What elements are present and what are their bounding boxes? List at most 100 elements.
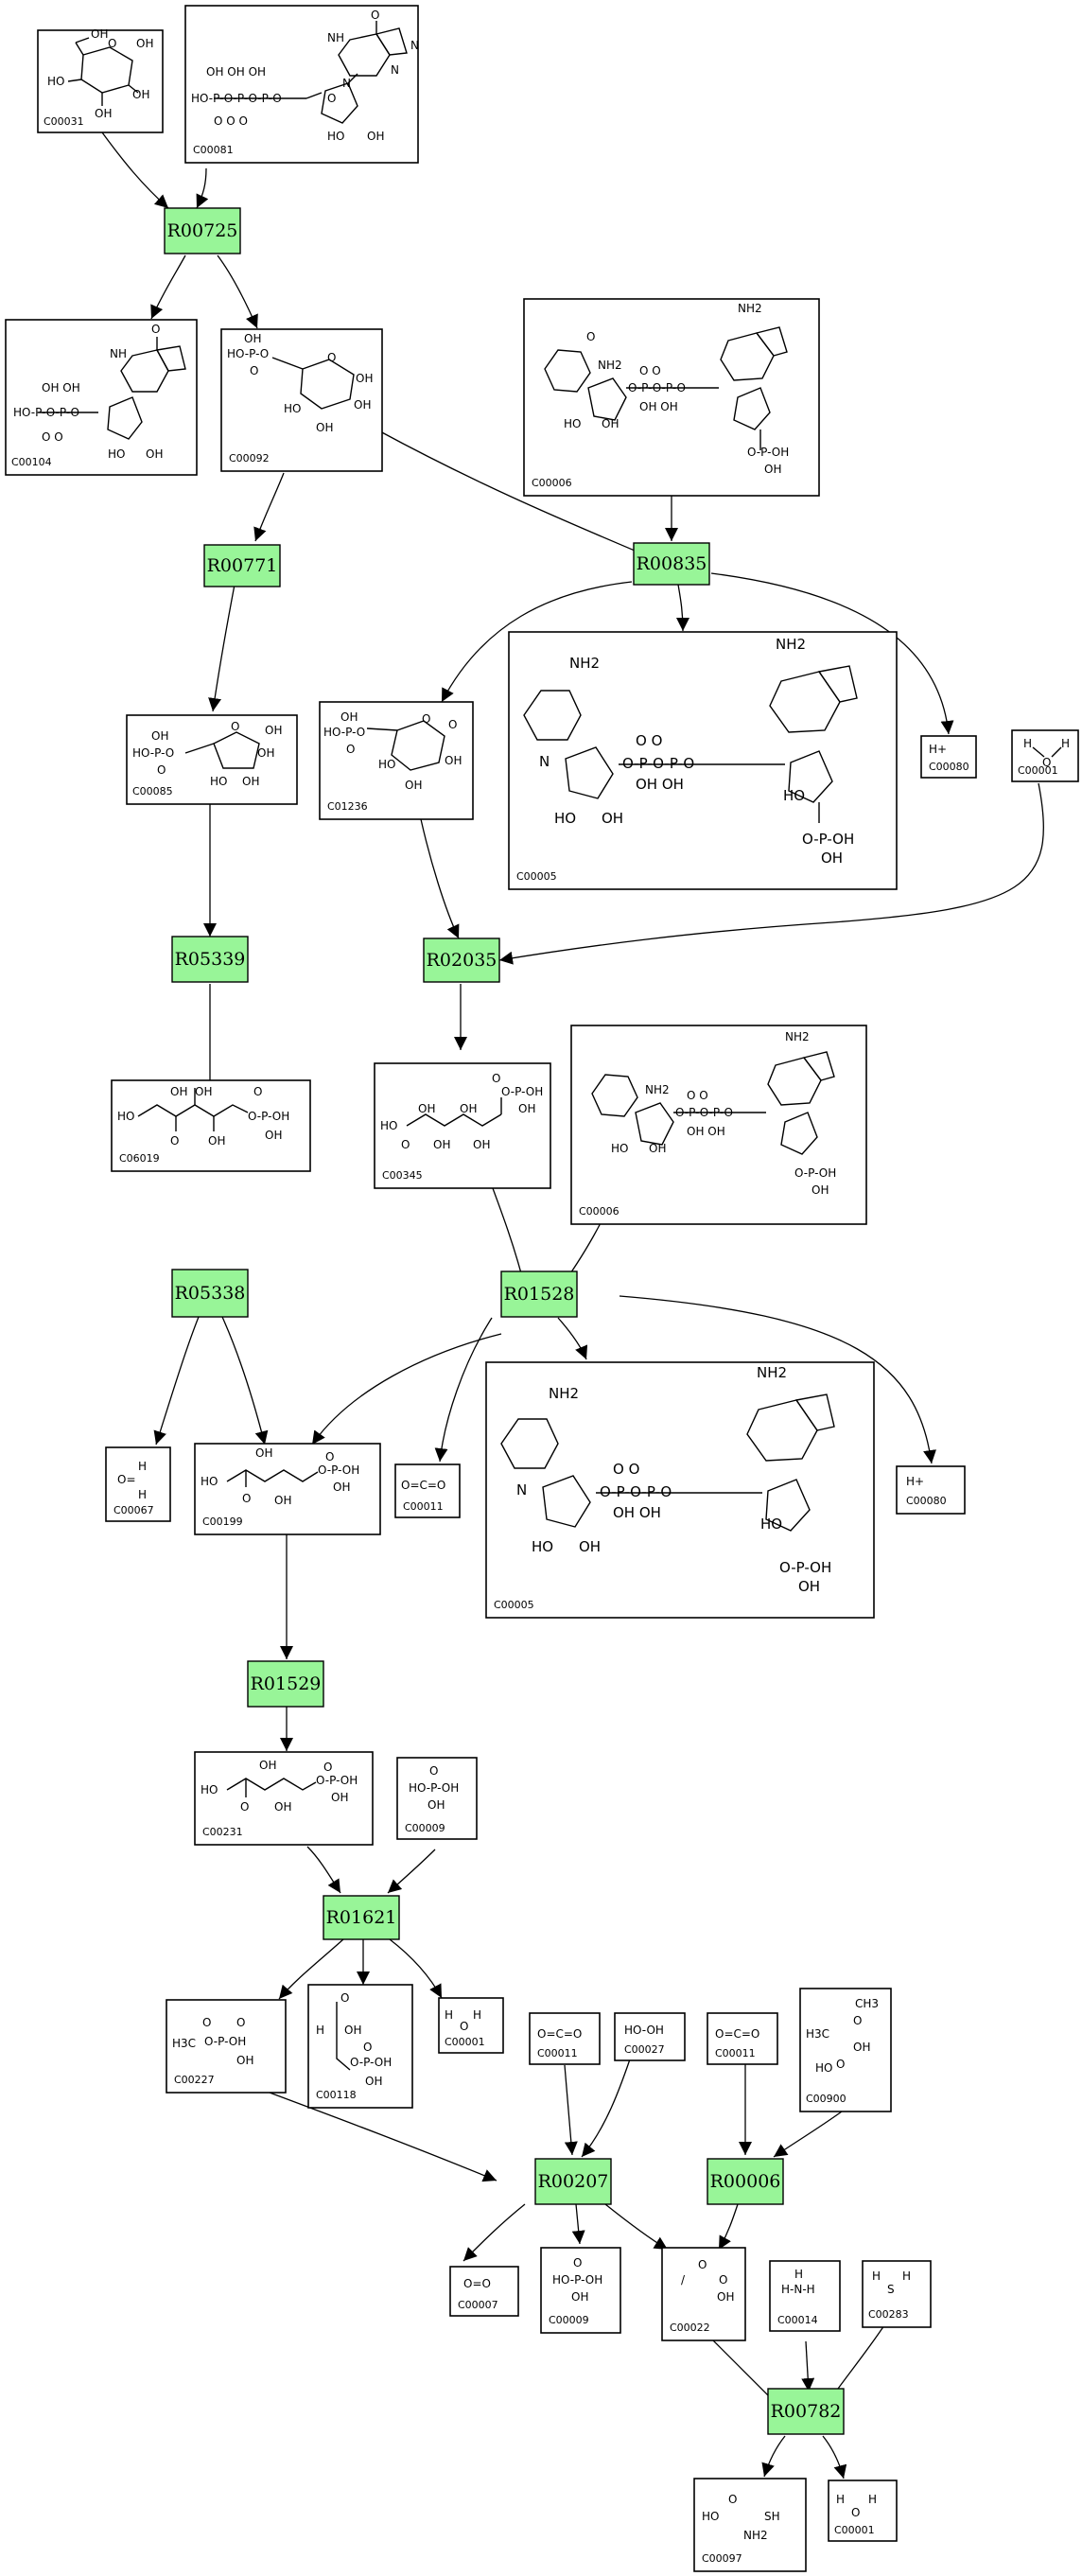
svg-text:O O: O O (639, 364, 661, 377)
svg-text:HO: HO (783, 787, 805, 804)
reaction-r01529[interactable]: R01529 (247, 1660, 324, 1708)
compound-c00006-top[interactable]: NH2 O NH2 O O O-P-O-P-O OH OH HO OH O-P-… (523, 298, 820, 497)
compound-c00006-mid[interactable]: NH2 NH2 O O O-P-O-P-O OH OH HO OH O-P-OH… (570, 1025, 867, 1225)
reaction-r00207[interactable]: R00207 (534, 2158, 612, 2205)
compound-c00005-upper[interactable]: NH2 NH2 N O O O-P-O-P-O OH OH HO OH HO O… (508, 631, 898, 890)
compound-c00011-lower-b-label: C00011 (715, 2047, 756, 2059)
idp-structure-icon (38, 337, 186, 440)
reaction-r01528[interactable]: R01528 (500, 1270, 578, 1318)
svg-text:HO: HO (284, 402, 301, 415)
reaction-r00006[interactable]: R00006 (707, 2158, 784, 2205)
nadph-structure-icon-2 (500, 1393, 835, 1532)
reaction-r05338[interactable]: R05338 (171, 1269, 249, 1318)
svg-text:NH2: NH2 (743, 2529, 768, 2542)
compound-c00011-mid-label: C00011 (403, 1500, 444, 1513)
reaction-r02035[interactable]: R02035 (423, 938, 500, 983)
compound-c00027[interactable]: HO-OH C00027 (614, 2012, 686, 2061)
compound-c00080-upper[interactable]: H+ C00080 (920, 735, 977, 779)
compound-c00097[interactable]: O HO SH NH2 C00097 (693, 2478, 807, 2572)
svg-text:H+: H+ (929, 743, 947, 756)
svg-text:OH OH: OH OH (42, 381, 80, 394)
reaction-r01621[interactable]: R01621 (323, 1895, 400, 1940)
svg-text:S: S (887, 2283, 895, 2296)
compound-c00022[interactable]: O / O OH C00022 (661, 2247, 746, 2341)
svg-text:OH: OH (579, 1538, 601, 1555)
g3p-structure-icon (336, 2002, 351, 2071)
compound-c00005-upper-label: C00005 (516, 870, 557, 883)
compound-c01236[interactable]: OH HO-P-O O O O OH HO OH C01236 (319, 701, 474, 820)
compound-c00283[interactable]: H S H C00283 (862, 2260, 932, 2328)
reaction-r00725[interactable]: R00725 (164, 207, 241, 254)
svg-text:NH: NH (110, 347, 127, 360)
svg-text:O: O (242, 1492, 251, 1505)
svg-text:O O: O O (42, 430, 63, 444)
svg-text:O=: O= (117, 1473, 136, 1486)
compound-c00092[interactable]: OH HO-P-O O O OH OH HO OH C00092 (220, 328, 383, 472)
compound-c00006-mid-label: C00006 (579, 1205, 620, 1218)
compound-c00009-upper[interactable]: O HO-P-OH OH C00009 (396, 1757, 478, 1840)
compound-c00001-bottom[interactable]: H O H C00001 (828, 2480, 898, 2542)
svg-text:O: O (236, 2016, 245, 2029)
svg-text:H-N-H: H-N-H (781, 2283, 815, 2296)
compound-c00345[interactable]: O O-P-OH OH OH OH HO O OH OH C00345 (374, 1062, 551, 1189)
svg-text:H: H (138, 1488, 147, 1501)
svg-text:CH3: CH3 (855, 1997, 879, 2010)
svg-text:OH: OH (717, 2290, 734, 2304)
compound-c00199[interactable]: OH O O-P-OH OH HO O OH C00199 (194, 1443, 381, 1535)
compound-c00014[interactable]: H H-N-H C00014 (769, 2260, 841, 2332)
svg-text:N: N (410, 39, 419, 52)
svg-text:OH: OH (91, 27, 108, 41)
compound-c06019[interactable]: OH OH O HO O-P-OH OH O OH C06019 (111, 1079, 311, 1172)
compound-c00009-lower-label: C00009 (549, 2314, 589, 2326)
compound-c00067[interactable]: H O= H C00067 (105, 1446, 171, 1522)
reaction-r00771-label: R00771 (207, 555, 278, 576)
compound-c00007[interactable]: O=O C00007 (449, 2266, 519, 2317)
compound-c00231[interactable]: OH O O-P-OH OH HO O OH C00231 (194, 1751, 374, 1846)
svg-text:OH: OH (764, 463, 781, 476)
compound-c00900[interactable]: CH3 O H3C OH HO O C00900 (799, 1988, 892, 2112)
compound-c00011-mid[interactable]: O=C=O C00011 (394, 1463, 461, 1518)
compound-c00081[interactable]: O NH N N N OH OH OH HO-P-O-P-O-P-O O O O… (184, 5, 419, 164)
compound-c00227[interactable]: O O H3C O-P-OH OH C00227 (166, 1999, 287, 2094)
compound-c00009-lower[interactable]: O HO-P-OH OH C00009 (540, 2247, 621, 2334)
svg-text:O: O (108, 37, 116, 50)
svg-text:OH: OH (95, 107, 112, 120)
f6p-structure-icon (184, 731, 260, 769)
svg-text:O O O: O O O (214, 114, 248, 128)
compound-c00011-lower-b[interactable]: O=C=O C00011 (707, 2012, 778, 2065)
compound-c00118[interactable]: O H OH O O-P-OH OH C00118 (307, 1984, 413, 2109)
svg-text:O: O (340, 1991, 349, 2005)
svg-text:OH: OH (473, 1138, 490, 1151)
svg-text:OH: OH (405, 779, 422, 792)
compound-c00104[interactable]: O NH OH OH HO-P-O-P-O O O HO OH C00104 (5, 319, 198, 476)
compound-c00005-lower[interactable]: NH2 NH2 N O O O-P-O-P-O OH OH HO OH HO O… (485, 1361, 875, 1619)
svg-text:NH2: NH2 (785, 1030, 810, 1043)
svg-text:HO: HO (201, 1783, 218, 1796)
compound-c00009-upper-label: C00009 (405, 1822, 445, 1834)
svg-text:HO: HO (327, 130, 344, 143)
svg-text:O: O (170, 1134, 179, 1148)
compound-c00031[interactable]: O OH OH HO OH OH C00031 (37, 27, 164, 133)
compound-c00001-mid[interactable]: H O H C00001 (438, 1997, 504, 2054)
svg-text:OH: OH (812, 1183, 829, 1197)
compound-c00001-upper[interactable]: H O H C00001 (1011, 729, 1079, 782)
svg-text:OH: OH (367, 130, 384, 143)
svg-text:O: O (853, 2014, 862, 2027)
compound-c00080-lower[interactable]: H+ C00080 (896, 1465, 966, 1515)
svg-text:OH: OH (132, 88, 149, 101)
reaction-r05339[interactable]: R05339 (171, 936, 249, 983)
reaction-r00771[interactable]: R00771 (203, 544, 281, 587)
svg-text:O: O (151, 323, 160, 336)
svg-text:OH: OH (518, 1102, 535, 1115)
reaction-r00782[interactable]: R00782 (767, 2388, 845, 2435)
compound-c00085[interactable]: OH HO-P-O O O OH OH HO OH C00085 (126, 714, 298, 805)
compound-c00011-lower-a[interactable]: O=C=O C00011 (529, 2012, 601, 2065)
svg-text:HO-OH: HO-OH (624, 2024, 664, 2037)
svg-text:O: O (460, 2020, 468, 2033)
reaction-r00835[interactable]: R00835 (633, 542, 710, 586)
svg-text:O-P-O-P-O: O-P-O-P-O (600, 1483, 672, 1500)
svg-text:HO: HO (380, 1119, 397, 1132)
svg-text:HO-P-O: HO-P-O (227, 347, 269, 360)
svg-text:HO: HO (378, 758, 395, 771)
